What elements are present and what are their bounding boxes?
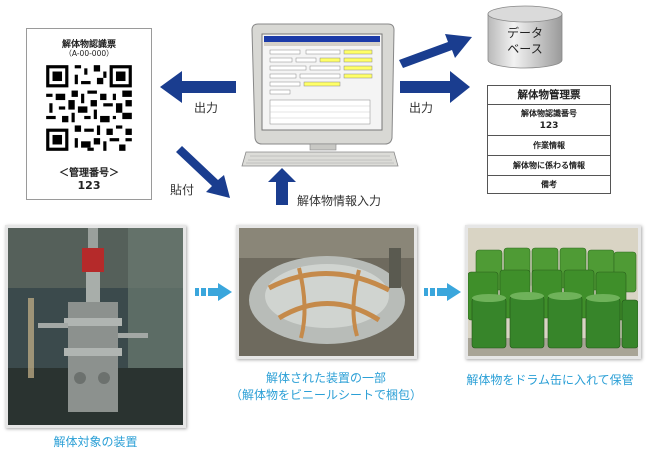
label-management-number-heading: ＜管理番号＞: [59, 168, 119, 179]
arrow-photo-2-to-3: [424, 283, 461, 301]
equipment-image: [8, 228, 183, 425]
computer-icon: [241, 23, 399, 167]
sheet-id-label: 解体物認識番号: [521, 109, 577, 118]
database-label-line1: データ: [506, 26, 543, 40]
arrow-to-database: [399, 34, 472, 68]
output-left-label: 出力: [194, 101, 219, 115]
database-label: データ ベース: [488, 25, 562, 57]
management-sheet: 解体物管理票 解体物認識番号 123 作業情報 解体物に係わる情報 備考: [487, 85, 611, 194]
arrow-info-input: [268, 168, 296, 205]
photo-target-equipment: [5, 225, 186, 428]
sheet-row-id: 解体物認識番号 123: [488, 105, 610, 136]
label-title: 解体物認識票: [61, 40, 116, 50]
caption-target-equipment: 解体対象の装置: [53, 435, 138, 449]
label-code: （A-00-000）: [64, 49, 114, 58]
database-label-line2: ベース: [507, 42, 543, 56]
sheet-row-related-info: 解体物に係わる情報: [488, 156, 610, 176]
label-management-number: 123: [77, 179, 101, 192]
sheet-row-remarks: 備考: [541, 180, 557, 189]
arrow-output-left: [160, 71, 236, 103]
database-icon: [487, 5, 563, 69]
info-input-label: 解体物情報入力: [297, 194, 382, 208]
photo-drum-storage: [465, 225, 641, 359]
attach-label: 貼付: [170, 183, 195, 197]
sheet-title: 解体物管理票: [488, 86, 610, 105]
arrow-attach: [176, 146, 230, 198]
drums-image: [468, 228, 638, 356]
photo-dismantled-part: [236, 225, 417, 359]
qr-code-icon: [43, 62, 135, 154]
caption-dismantled-part-line2: （解体物をビニールシートで梱包）: [229, 388, 422, 402]
identification-label-card: 解体物認識票 （A-00-000） ＜管理番号＞ 123: [26, 28, 152, 200]
arrow-output-right: [400, 71, 470, 103]
sheet-id-value: 123: [539, 121, 559, 131]
wrapped-part-image: [239, 228, 414, 356]
output-right-label: 出力: [409, 101, 434, 115]
caption-dismantled-part-line1: 解体された装置の一部: [265, 371, 386, 385]
caption-drum-storage: 解体物をドラム缶に入れて保管: [466, 373, 634, 387]
arrow-photo-1-to-2: [195, 283, 232, 301]
sheet-row-work-info: 作業情報: [488, 136, 610, 156]
